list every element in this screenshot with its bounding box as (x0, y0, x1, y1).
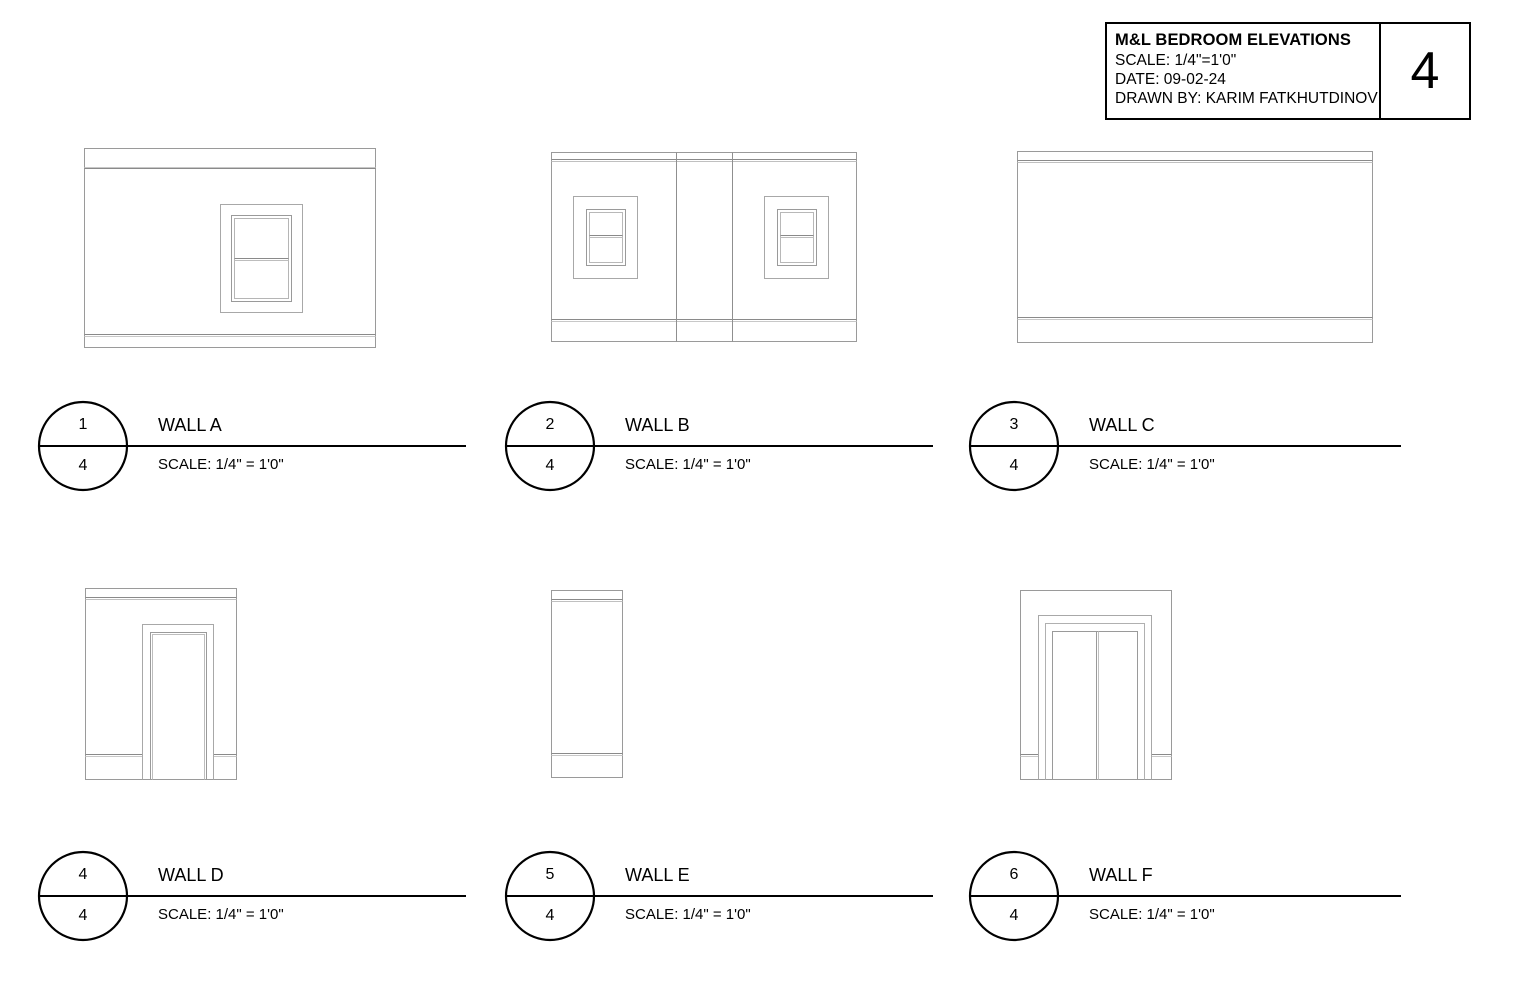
window-sash-frame-outer-left (586, 209, 626, 266)
title-block: M&L BEDROOM ELEVATIONS SCALE: 1/4"=1'0" … (1105, 22, 1471, 120)
detail-sheet-number: 4 (546, 907, 555, 924)
detail-tag-wall-c[interactable]: 3 4 WALL C SCALE: 1/4" = 1'0" (968, 396, 1403, 496)
detail-number: 6 (1010, 866, 1019, 883)
detail-tag-wall-f[interactable]: 6 4 WALL F SCALE: 1/4" = 1'0" (968, 846, 1403, 946)
window-casing (220, 204, 303, 313)
door-leaf-left (1052, 631, 1097, 780)
door-leaf-right (1096, 631, 1138, 780)
wall-outline (1017, 151, 1373, 343)
detail-scale: SCALE: 1/4" = 1'0" (158, 906, 284, 923)
wall-outline (85, 588, 237, 780)
detail-sheet-number: 4 (1010, 457, 1019, 474)
detail-label: WALL F (1089, 865, 1153, 885)
detail-number: 2 (546, 416, 555, 433)
sheet-number-cell: 4 (1379, 24, 1469, 118)
detail-scale: SCALE: 1/4" = 1'0" (1089, 906, 1215, 923)
elevation-wall-a (84, 148, 376, 348)
wall-outline (84, 148, 376, 348)
door-jamb (150, 632, 207, 780)
wall-outline (551, 590, 623, 778)
elevation-wall-e (551, 590, 623, 778)
elevation-wall-d (85, 588, 237, 780)
window-casing-left (573, 196, 638, 279)
detail-number: 5 (546, 866, 555, 883)
detail-sheet-number: 4 (79, 907, 88, 924)
elevation-wall-c (1017, 151, 1373, 343)
window-casing-right (764, 196, 829, 279)
detail-label: WALL D (158, 865, 224, 885)
detail-label: WALL B (625, 415, 690, 435)
detail-scale: SCALE: 1/4" = 1'0" (625, 906, 751, 923)
door-jamb (1045, 623, 1145, 780)
door-jamb-inner (152, 634, 205, 780)
detail-number: 1 (79, 416, 88, 433)
detail-sheet-number: 4 (79, 457, 88, 474)
door-casing (1038, 615, 1152, 780)
title-block-text: M&L BEDROOM ELEVATIONS SCALE: 1/4"=1'0" … (1107, 24, 1379, 118)
wall-outline (551, 152, 857, 342)
elevation-wall-f (1020, 590, 1172, 780)
detail-sheet-number: 4 (1010, 907, 1019, 924)
detail-tag-wall-a[interactable]: 1 4 WALL A SCALE: 1/4" = 1'0" (37, 396, 468, 496)
sheet-scale: SCALE: 1/4"=1'0" (1115, 52, 1237, 69)
detail-scale: SCALE: 1/4" = 1'0" (158, 456, 284, 473)
detail-tag-wall-d[interactable]: 4 4 WALL D SCALE: 1/4" = 1'0" (37, 846, 468, 946)
detail-tag-wall-b[interactable]: 2 4 WALL B SCALE: 1/4" = 1'0" (504, 396, 935, 496)
detail-number: 4 (79, 866, 88, 883)
detail-sheet-number: 4 (546, 457, 555, 474)
sheet-date: DATE: 09-02-24 (1115, 71, 1226, 88)
detail-number: 3 (1010, 416, 1019, 433)
door-casing (142, 624, 214, 780)
detail-tag-wall-e[interactable]: 5 4 WALL E SCALE: 1/4" = 1'0" (504, 846, 935, 946)
window-sash-frame-outer-right (777, 209, 817, 266)
sheet-title: M&L BEDROOM ELEVATIONS (1115, 31, 1351, 49)
detail-scale: SCALE: 1/4" = 1'0" (1089, 456, 1215, 473)
detail-label: WALL C (1089, 415, 1155, 435)
detail-label: WALL A (158, 415, 222, 435)
detail-label: WALL E (625, 865, 690, 885)
sheet-number: 4 (1410, 42, 1440, 100)
sheet-drawn-by: DRAWN BY: KARIM FATKHUTDINOV (1115, 90, 1378, 107)
elevation-wall-b (551, 152, 857, 342)
detail-scale: SCALE: 1/4" = 1'0" (625, 456, 751, 473)
window-sash-frame-outer (231, 215, 292, 302)
